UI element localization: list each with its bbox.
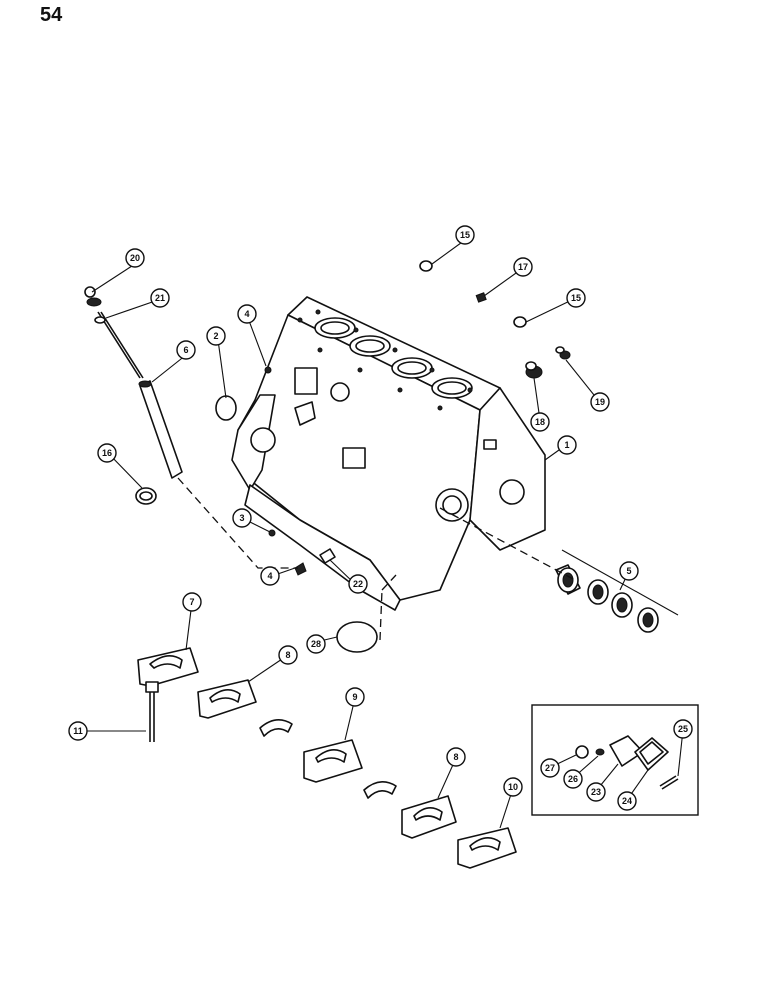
- callout-17: 17: [513, 257, 533, 277]
- callout-22: 22: [348, 574, 368, 594]
- svg-text:3: 3: [239, 513, 244, 523]
- svg-text:28: 28: [311, 639, 321, 649]
- dipstick: [84, 286, 144, 379]
- dipstick-tube: [138, 380, 183, 479]
- svg-text:21: 21: [155, 293, 165, 303]
- inset-cover-assembly: [531, 704, 699, 816]
- svg-text:26: 26: [568, 774, 578, 784]
- callout-8b: 8: [446, 747, 466, 767]
- callout-21: 21: [150, 288, 170, 308]
- callout-18: 18: [530, 412, 550, 432]
- svg-text:18: 18: [535, 417, 545, 427]
- callout-10: 10: [503, 777, 523, 797]
- svg-text:23: 23: [591, 787, 601, 797]
- svg-text:16: 16: [102, 448, 112, 458]
- callout-24: 24: [617, 791, 637, 811]
- small-fittings: [264, 292, 571, 576]
- svg-text:25: 25: [678, 724, 688, 734]
- svg-text:10: 10: [508, 782, 518, 792]
- callout-26: 26: [563, 769, 583, 789]
- callout-7: 7: [182, 592, 202, 612]
- camshaft-bearings: [555, 549, 679, 633]
- svg-text:7: 7: [189, 597, 194, 607]
- svg-text:8: 8: [453, 752, 458, 762]
- callout-4a: 4: [237, 304, 257, 324]
- svg-text:17: 17: [518, 262, 528, 272]
- svg-text:9: 9: [352, 692, 357, 702]
- callout-20: 20: [125, 248, 145, 268]
- svg-text:22: 22: [353, 579, 363, 589]
- callout-3: 3: [232, 508, 252, 528]
- main-bearing-caps: [137, 647, 517, 869]
- callout-9: 9: [345, 687, 365, 707]
- svg-text:4: 4: [244, 309, 249, 319]
- svg-text:15: 15: [571, 293, 581, 303]
- svg-text:19: 19: [595, 397, 605, 407]
- svg-text:4: 4: [267, 571, 272, 581]
- callout-27: 27: [540, 758, 560, 778]
- callout-1: 1: [557, 435, 577, 455]
- callout-19: 19: [590, 392, 610, 412]
- callout-28: 28: [306, 634, 326, 654]
- svg-text:15: 15: [460, 230, 470, 240]
- callout-6: 6: [176, 340, 196, 360]
- callout-11: 11: [68, 721, 88, 741]
- svg-text:27: 27: [545, 763, 555, 773]
- svg-text:1: 1: [564, 440, 569, 450]
- svg-text:8: 8: [285, 650, 290, 660]
- svg-text:5: 5: [626, 566, 631, 576]
- callout-16: 16: [97, 443, 117, 463]
- callout-25: 25: [673, 719, 693, 739]
- callout-15a: 15: [455, 225, 475, 245]
- svg-text:24: 24: [622, 796, 632, 806]
- page-number: 54: [40, 4, 63, 26]
- callout-15b: 15: [566, 288, 586, 308]
- callout-4b: 4: [260, 566, 280, 586]
- svg-text:6: 6: [183, 345, 188, 355]
- callout-5: 5: [619, 561, 639, 581]
- expansion-plugs: [135, 260, 527, 653]
- engine-block: [231, 296, 546, 611]
- svg-text:2: 2: [213, 331, 218, 341]
- dashed-leaders: [177, 477, 576, 641]
- callout-2: 2: [206, 326, 226, 346]
- callout-23: 23: [586, 782, 606, 802]
- svg-text:20: 20: [130, 253, 140, 263]
- svg-text:11: 11: [73, 726, 83, 736]
- callout-8a: 8: [278, 645, 298, 665]
